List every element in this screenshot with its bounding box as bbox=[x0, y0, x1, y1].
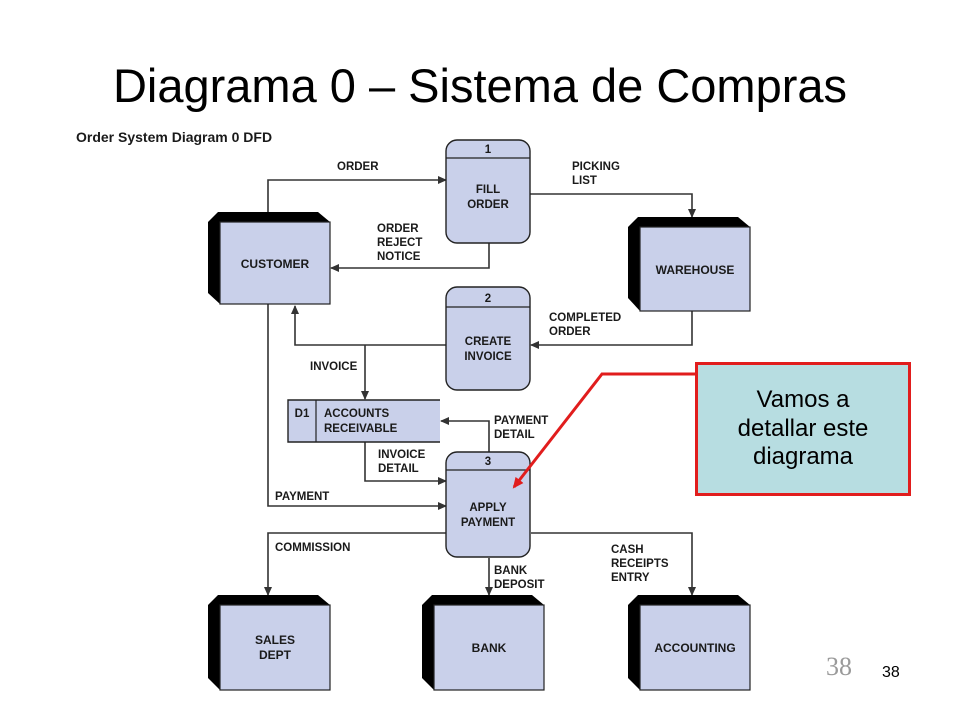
callout-text: Vamos a detallar este diagrama bbox=[737, 385, 869, 471]
process-2-label-2: INVOICE bbox=[464, 351, 512, 363]
flow-bankdep-label-2: DEPOSIT bbox=[494, 579, 544, 591]
data-store-accounts-receivable: D1 ACCOUNTS RECEIVABLE bbox=[287, 399, 440, 443]
process-1-label-2: ORDER bbox=[467, 199, 509, 211]
slide-number: 38 bbox=[882, 664, 900, 681]
entity-bank: BANK bbox=[422, 595, 545, 691]
entity-sales-label-2: DEPT bbox=[259, 648, 292, 662]
entity-warehouse: WAREHOUSE bbox=[628, 217, 751, 312]
entity-bank-label: BANK bbox=[472, 641, 507, 655]
flow-reject-label-2: REJECT bbox=[377, 237, 422, 249]
entity-accounting-label: ACCOUNTING bbox=[654, 641, 735, 655]
callout-arrow bbox=[512, 372, 696, 489]
flow-labels: ORDER PICKING LIST ORDER REJECT NOTICE C… bbox=[275, 161, 669, 591]
flow-invoice-detail-line bbox=[364, 442, 447, 485]
flow-completed-label-2: ORDER bbox=[549, 326, 591, 338]
flow-completed-order-line bbox=[530, 311, 693, 349]
slide-number-watermark: 38 bbox=[826, 652, 852, 681]
flow-invdetail-label-2: DETAIL bbox=[378, 463, 419, 475]
flow-invdetail-label-1: INVOICE bbox=[378, 449, 426, 461]
process-fill-order: 1 FILL ORDER bbox=[445, 139, 531, 244]
flow-payment-detail-line bbox=[440, 417, 490, 452]
flow-bankdep-label-1: BANK bbox=[494, 565, 528, 577]
flow-commission-label: COMMISSION bbox=[275, 542, 350, 554]
entity-customer-label: CUSTOMER bbox=[241, 257, 310, 271]
flow-picking-label-2: LIST bbox=[572, 175, 597, 187]
process-3-label-2: PAYMENT bbox=[461, 517, 515, 529]
entity-sales-dept: SALES DEPT bbox=[208, 595, 331, 691]
process-3-label-1: APPLY bbox=[469, 502, 507, 514]
flow-completed-label-1: COMPLETED bbox=[549, 312, 621, 324]
flow-paydetail-label-2: DETAIL bbox=[494, 429, 535, 441]
flow-paydetail-label-1: PAYMENT bbox=[494, 415, 548, 427]
flow-order-label: ORDER bbox=[337, 161, 379, 173]
callout-box: Vamos a detallar este diagrama bbox=[695, 362, 911, 496]
flow-cash-label-1: CASH bbox=[611, 544, 644, 556]
entity-accounting: ACCOUNTING bbox=[628, 595, 751, 691]
data-store-label-2: RECEIVABLE bbox=[324, 423, 398, 435]
process-1-number: 1 bbox=[485, 144, 492, 156]
flow-picking-list-line bbox=[530, 193, 696, 218]
entity-customer: CUSTOMER bbox=[208, 212, 331, 305]
flow-reject-notice-line bbox=[330, 243, 490, 272]
flow-order-line bbox=[267, 176, 447, 212]
entity-sales-label-1: SALES bbox=[255, 633, 295, 647]
flow-invoice-to-customer-line bbox=[291, 305, 446, 346]
data-store-id: D1 bbox=[295, 408, 310, 420]
flow-invoice-label: INVOICE bbox=[310, 361, 358, 373]
flow-cash-label-3: ENTRY bbox=[611, 572, 650, 584]
data-store-label-1: ACCOUNTS bbox=[324, 408, 389, 420]
flow-picking-label-1: PICKING bbox=[572, 161, 620, 173]
flow-cash-receipts-line bbox=[531, 532, 696, 596]
flow-lines bbox=[264, 176, 696, 596]
flow-reject-label-1: ORDER bbox=[377, 223, 419, 235]
slide-title: Diagrama 0 – Sistema de Compras bbox=[112, 59, 848, 112]
flow-cash-label-2: RECEIPTS bbox=[611, 558, 669, 570]
process-2-number: 2 bbox=[485, 293, 491, 305]
process-create-invoice: 2 CREATE INVOICE bbox=[445, 286, 531, 391]
diagram-caption: Order System Diagram 0 DFD bbox=[76, 129, 273, 145]
flow-payment-line bbox=[267, 304, 447, 510]
flow-reject-label-3: NOTICE bbox=[377, 251, 421, 263]
flow-payment-label: PAYMENT bbox=[275, 491, 329, 503]
process-3-number: 3 bbox=[485, 456, 491, 468]
flow-commission-line bbox=[264, 532, 446, 596]
entity-warehouse-label: WAREHOUSE bbox=[656, 263, 735, 277]
process-2-label-1: CREATE bbox=[465, 336, 512, 348]
process-apply-payment: 3 APPLY PAYMENT bbox=[445, 451, 531, 558]
process-1-label-1: FILL bbox=[476, 184, 500, 196]
